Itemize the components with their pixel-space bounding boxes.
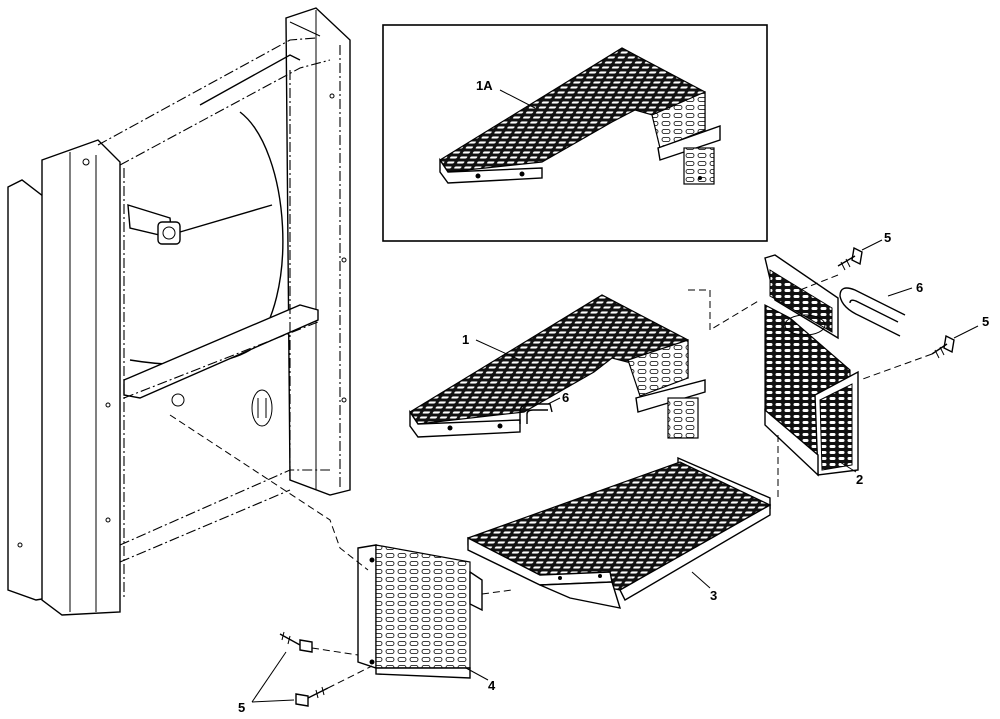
callout-1a: 1A [476, 78, 493, 93]
assembly-leader-lines [169, 274, 933, 689]
callout-bolt-right: 5 [982, 314, 989, 329]
callout-clip-upper: 6 [916, 280, 923, 295]
side-panel-part-2 [764, 254, 859, 477]
floor-tray-part-3 [467, 456, 772, 609]
callout-part-1: 1 [462, 332, 469, 347]
bracket-part-1 [409, 294, 706, 439]
clip-upper [839, 287, 906, 337]
callout-part-4: 4 [488, 678, 496, 693]
bracket-1a [439, 47, 721, 185]
bolt-right [931, 334, 955, 359]
callout-bolt-top: 5 [884, 230, 891, 245]
bolts-bottom [279, 631, 329, 707]
callout-bolts-bottom: 5 [238, 700, 245, 715]
callout-part-3: 3 [710, 588, 717, 603]
callout-part-2: 2 [856, 472, 863, 487]
callout-clip-lower: 6 [562, 390, 569, 405]
clip-lower [519, 403, 553, 424]
cooling-frame-assembly [7, 7, 351, 616]
inset-detail-box: 1A [382, 24, 768, 242]
front-panel-part-4 [357, 544, 483, 679]
bolt-top [837, 246, 863, 271]
